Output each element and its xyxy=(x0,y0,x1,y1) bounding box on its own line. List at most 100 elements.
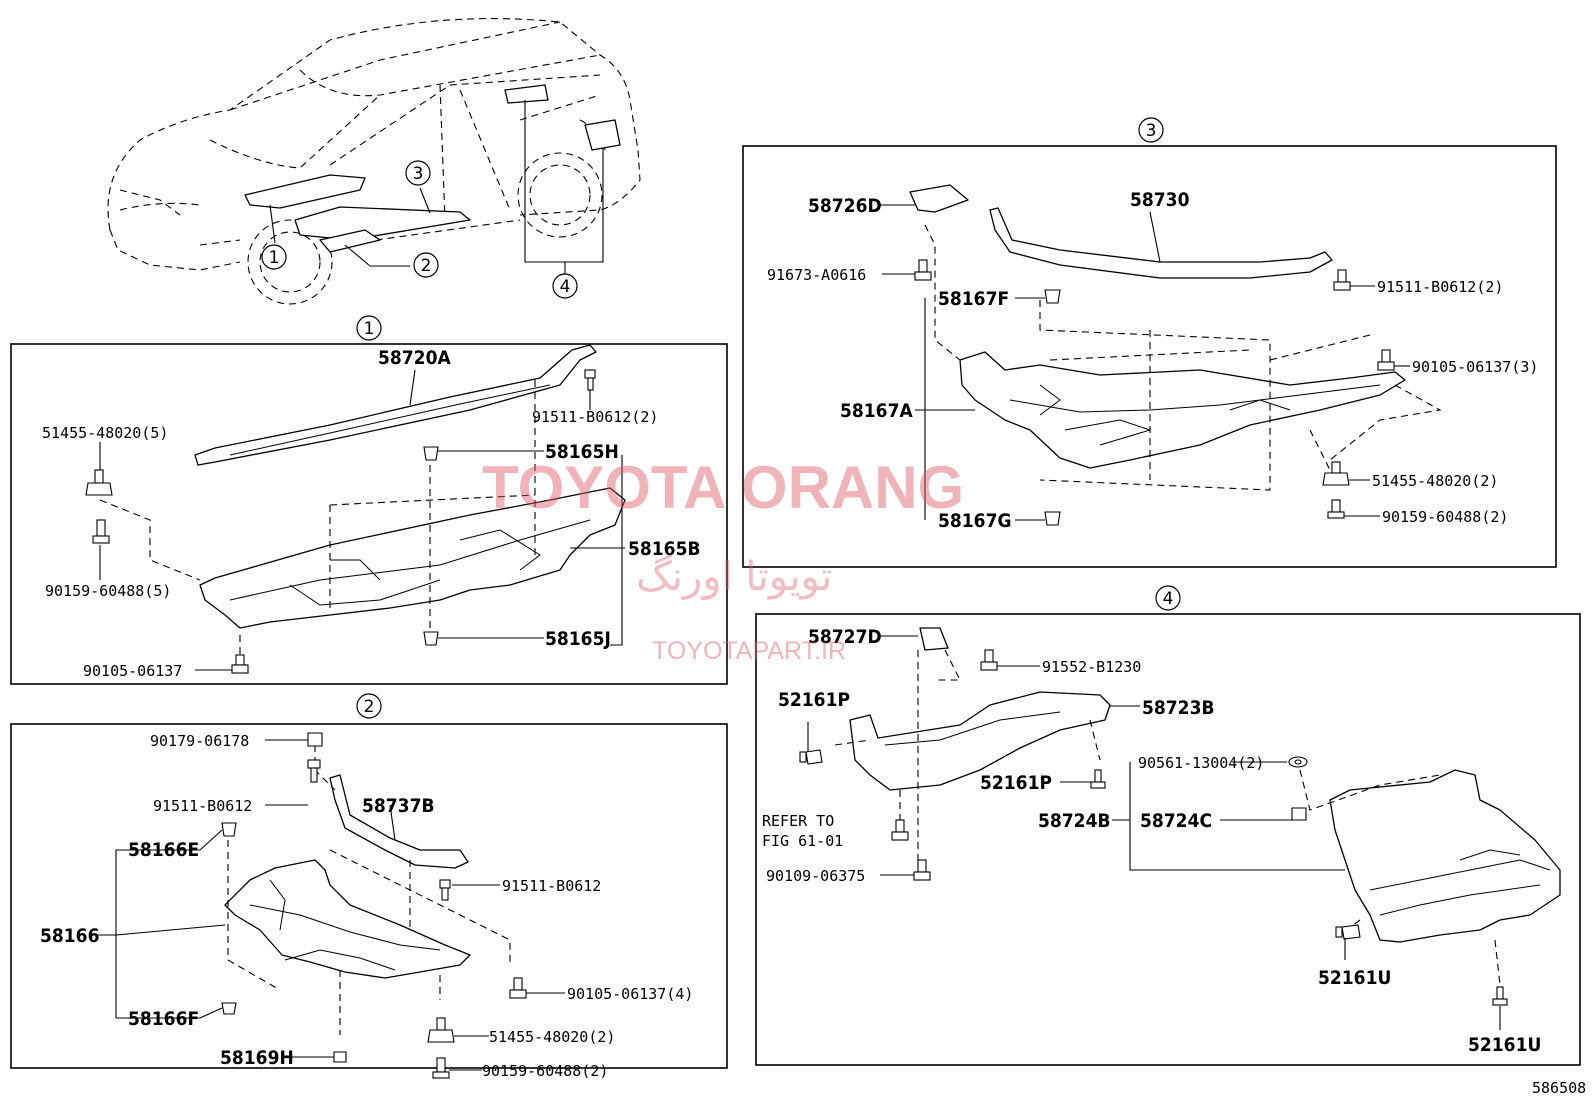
part-58166 xyxy=(224,859,471,979)
label-58727D: 58727D xyxy=(808,626,882,648)
watermark-site: TOYOTAPART.IR xyxy=(652,637,846,665)
clip-51455-48020-icon-s3 xyxy=(1322,461,1350,486)
section-4: 4 xyxy=(755,585,1581,1066)
section-2: 2 xyxy=(10,693,728,1080)
label-90159-60488-2-s2: 90159-60488(2) xyxy=(482,1062,608,1080)
part-58720A xyxy=(194,344,597,466)
section-1: 1 58720A 91511-B xyxy=(10,315,728,685)
label-90179-06178: 90179-06178 xyxy=(150,732,249,750)
label-91511-B0612-2-s1: 91511-B0612(2) xyxy=(532,408,658,426)
label-90159-60488-2-s3: 90159-60488(2) xyxy=(1382,508,1508,526)
label-58167G: 58167G xyxy=(938,510,1012,532)
nut-58166E-icon xyxy=(221,822,237,837)
label-90105-06137-s1: 90105-06137 xyxy=(83,662,182,680)
section-3-number: 3 xyxy=(1146,121,1157,141)
overview-callout-2: 2 xyxy=(421,256,432,276)
label-52161P-a: 52161P xyxy=(778,689,850,711)
label-refer-fig: FIG 61-01 xyxy=(762,832,843,850)
section-4-frame xyxy=(755,613,1581,1066)
label-91552-B1230: 91552-B1230 xyxy=(1042,658,1141,676)
overview-callout-3: 3 xyxy=(413,164,424,184)
part-58727D xyxy=(919,627,949,651)
part-58726D xyxy=(909,184,969,213)
screw-52161U-icon-a xyxy=(1335,924,1361,940)
label-91511-B0612-s2a: 91511-B0612 xyxy=(153,797,252,815)
label-51455-48020-5: 51455-48020(5) xyxy=(42,424,168,442)
bolt-91511-B0612-icon xyxy=(584,369,596,391)
part-58730 xyxy=(989,207,1333,279)
section-3: 3 xyxy=(742,117,1557,568)
part-58724C xyxy=(1329,769,1561,943)
label-51455-48020-2-s2: 51455-48020(2) xyxy=(489,1028,615,1046)
label-58167F: 58167F xyxy=(938,288,1009,310)
washer-90561-13004-icon xyxy=(1288,756,1308,768)
section-3-frame xyxy=(742,145,1557,568)
label-58720A: 58720A xyxy=(378,347,451,369)
label-refer-to: REFER TO xyxy=(762,812,834,830)
section-1-number: 1 xyxy=(364,319,375,339)
label-58726D: 58726D xyxy=(808,195,882,217)
overview-callout-1: 1 xyxy=(269,248,280,268)
part-58737B xyxy=(329,774,469,869)
label-52161P-b: 52161P xyxy=(980,772,1052,794)
nut-58166F-icon xyxy=(221,1002,237,1015)
label-90105-06137-3: 90105-06137(3) xyxy=(1412,358,1538,376)
bolt-91511-B0612-icon-s3 xyxy=(1333,269,1351,291)
nut-90179-06178-icon xyxy=(307,732,323,747)
bolt-refer-fig-icon xyxy=(891,819,909,841)
watermark-persian: تویوتا اورنگ xyxy=(636,554,832,600)
watermark-main: TOYOTA ORANG xyxy=(482,454,964,521)
label-58169H: 58169H xyxy=(220,1047,294,1069)
overview-callout-4: 4 xyxy=(560,277,571,297)
label-51455-48020-2-s3: 51455-48020(2) xyxy=(1372,472,1498,490)
nut-58167G-icon xyxy=(1044,511,1061,526)
label-58167A: 58167A xyxy=(840,400,913,422)
car-overview-illustration: 1 2 3 4 xyxy=(107,18,641,305)
nut-58167F-icon xyxy=(1044,289,1061,304)
section-1-frame xyxy=(10,343,728,685)
bolt-90159-60488-icon-s2 xyxy=(432,1057,450,1079)
label-91511-B0612-2-s3: 91511-B0612(2) xyxy=(1377,278,1503,296)
nut-58165H-icon xyxy=(423,446,439,461)
bolt-90159-60488-icon xyxy=(92,519,110,544)
nut-58165J-icon xyxy=(423,631,439,646)
bolt-91511-B0612-icon-s2a xyxy=(307,759,321,783)
label-58730: 58730 xyxy=(1130,189,1190,211)
clip-51455-48020-icon-s2 xyxy=(427,1017,455,1043)
bolt-91511-B0612-icon-s2b xyxy=(439,879,451,901)
clip-51455-48020-icon xyxy=(85,469,113,496)
section-2-frame xyxy=(10,723,728,1069)
section-4-number: 4 xyxy=(1163,589,1174,609)
label-58737B: 58737B xyxy=(362,795,435,817)
label-91673-A0616: 91673-A0616 xyxy=(767,266,866,284)
bolt-91552-B1230-icon xyxy=(980,649,998,671)
label-58166: 58166 xyxy=(40,925,99,947)
label-58723B: 58723B xyxy=(1142,697,1215,719)
label-90105-06137-4: 90105-06137(4) xyxy=(567,985,693,1003)
figure-number: 586508 xyxy=(1532,1079,1586,1097)
label-52161U-b: 52161U xyxy=(1468,1034,1541,1056)
label-58166E: 58166E xyxy=(128,839,199,861)
screw-52161U-icon-b xyxy=(1492,986,1508,1006)
label-58724B: 58724B xyxy=(1038,810,1111,832)
label-58165J: 58165J xyxy=(545,628,611,650)
part-58167A xyxy=(959,351,1406,469)
label-90159-60488-5: 90159-60488(5) xyxy=(45,582,171,600)
nut-58169H-icon xyxy=(333,1051,347,1063)
label-58166F: 58166F xyxy=(128,1008,199,1030)
label-91511-B0612-s2b: 91511-B0612 xyxy=(502,877,601,895)
label-58165B: 58165B xyxy=(628,538,701,560)
bolt-90105-06137-icon-s2 xyxy=(509,977,527,999)
nut-58724C-icon xyxy=(1291,807,1307,821)
label-52161U-a: 52161U xyxy=(1318,967,1391,989)
screw-52161P-icon-b xyxy=(1090,769,1106,789)
bolt-90109-06375-icon xyxy=(913,859,931,881)
label-58724C: 58724C xyxy=(1140,810,1212,832)
part-58723B xyxy=(849,691,1111,791)
bolt-90105-06137-icon-s3 xyxy=(1377,349,1395,371)
label-58165H: 58165H xyxy=(545,441,619,463)
part-58165B xyxy=(199,487,626,629)
section-2-number: 2 xyxy=(364,697,375,717)
bolt-90159-60488-icon-s3 xyxy=(1327,499,1345,519)
bolt-91673-A0616-icon xyxy=(914,259,932,281)
